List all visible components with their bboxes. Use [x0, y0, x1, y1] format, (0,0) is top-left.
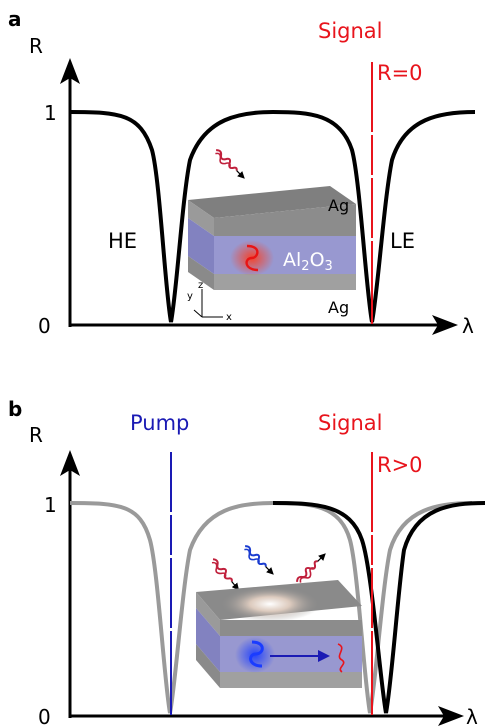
panel-b-letter: b — [8, 397, 22, 421]
panel-b-signal-label: Signal — [318, 411, 383, 435]
panel-a-axis-y: y — [187, 291, 193, 302]
panel-a-slab — [188, 186, 356, 290]
panel-a-layer-middle-label: Al2O3 — [283, 249, 333, 274]
panel-a-axis-z: z — [198, 280, 203, 291]
panel-a-reflectance-curve — [69, 109, 476, 323]
panel-a-le-label: LE — [390, 229, 415, 253]
panel-b-y-label: R — [29, 423, 43, 447]
panel-a-signal-label: Signal — [318, 19, 383, 43]
panel-a-signal-annotation: R=0 — [377, 61, 423, 85]
panel-a-y-arrow — [60, 58, 80, 84]
panel-a-he-label: HE — [108, 229, 137, 253]
panel-b-x-arrow — [438, 706, 464, 726]
panel-b-tick-1: 1 — [44, 493, 57, 517]
panel-b-x-label: λ — [466, 705, 478, 728]
panel-b-reflected-pulse-icon — [296, 553, 326, 583]
panel-a-tick-0: 0 — [38, 314, 51, 338]
panel-b-y-arrow — [60, 450, 80, 476]
panel-b-shifted-curve — [272, 501, 485, 714]
panel-b-pump-wave — [249, 640, 264, 668]
panel-b-pump-label: Pump — [130, 411, 189, 435]
panel-a-x-label: λ — [462, 314, 474, 338]
panel-a-x-arrow — [432, 315, 458, 335]
panel-a-coordinate-axes-icon — [193, 289, 223, 318]
panel-a-tick-1: 1 — [44, 101, 57, 125]
panel-a-layer-top-label: Ag — [328, 196, 349, 215]
panel-b-incident-signal-pulse-icon — [211, 558, 240, 591]
panel-b-signal-annotation: R>0 — [377, 453, 423, 477]
panel-a-incident-pulse-icon — [215, 149, 245, 179]
panel-b-tick-0: 0 — [38, 705, 51, 728]
panel-a: a R λ 1 0 Signal R=0 HE LE — [8, 7, 476, 338]
panel-b-pump-pulse-icon — [244, 545, 274, 575]
panel-b: b R λ 1 0 Pump Signal R>0 — [8, 397, 485, 728]
panel-a-confined-wave — [245, 244, 259, 272]
panel-a-letter: a — [8, 7, 22, 31]
panel-b-signal-wave — [337, 643, 345, 673]
panel-a-layer-bottom-label: Ag — [328, 298, 349, 317]
panel-b-slab — [196, 580, 362, 688]
panel-a-y-label: R — [29, 34, 43, 58]
panel-a-axis-x: x — [226, 312, 232, 323]
